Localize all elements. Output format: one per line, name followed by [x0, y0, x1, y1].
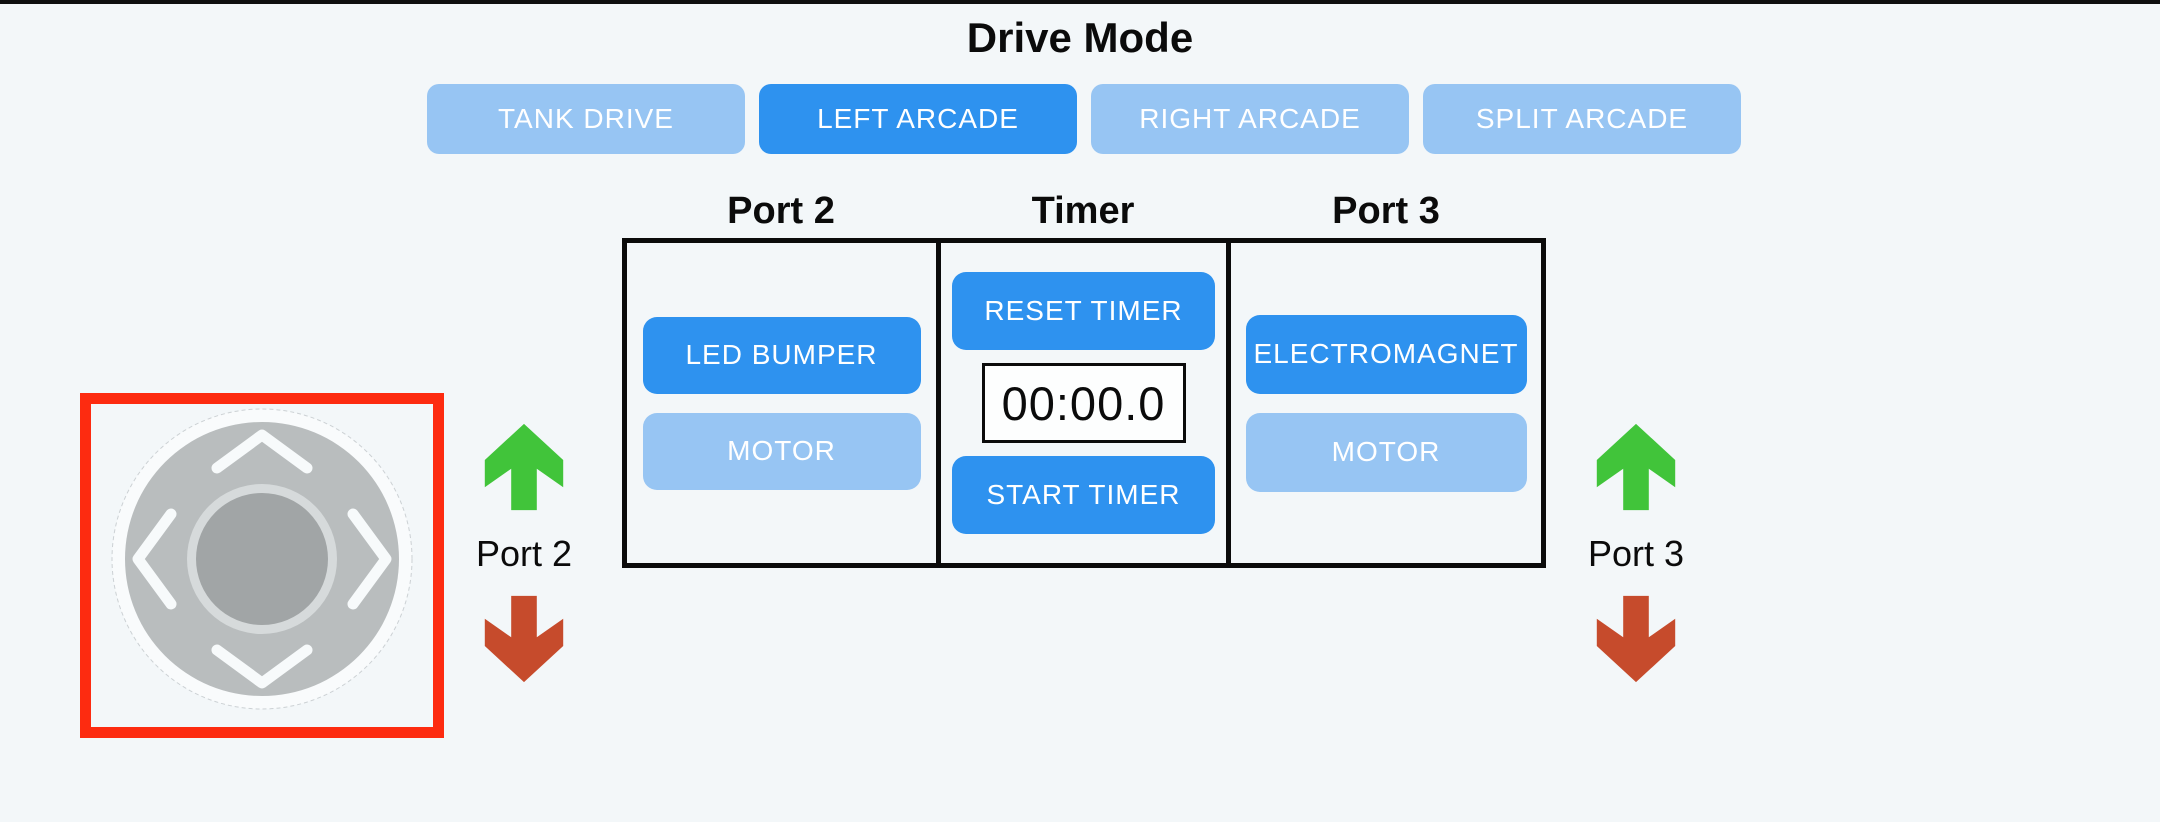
red-down-arrow-icon	[1596, 595, 1676, 683]
page-title: Drive Mode	[966, 14, 1194, 61]
joystick-knob[interactable]	[196, 493, 328, 625]
top-border	[0, 0, 2160, 4]
right-arcade-button[interactable]: RIGHT ARCADE	[1091, 84, 1409, 154]
green-up-arrow-icon	[484, 423, 564, 511]
chevron-right-icon	[347, 508, 392, 610]
port3-indicator: Port 3	[1566, 423, 1706, 683]
green-up-arrow-icon	[1596, 423, 1676, 511]
joystick[interactable]	[107, 404, 417, 714]
joystick-selection-frame	[80, 393, 444, 738]
timer-display: 00:00.0	[981, 363, 1186, 443]
port3-cell: ELECTROMAGNET MOTOR	[1231, 243, 1541, 563]
led-bumper-button[interactable]: LED BUMPER	[642, 316, 921, 394]
tank-drive-button[interactable]: TANK DRIVE	[427, 84, 745, 154]
port2-motor-button[interactable]: MOTOR	[642, 412, 921, 490]
chevron-left-icon	[132, 508, 177, 610]
port2-cell: LED BUMPER MOTOR	[627, 243, 936, 563]
table-divider	[936, 243, 941, 563]
chevron-down-icon	[211, 644, 313, 689]
split-arcade-button[interactable]: SPLIT ARCADE	[1423, 84, 1741, 154]
port3-motor-button[interactable]: MOTOR	[1245, 412, 1527, 492]
timer-column-header: Timer	[1031, 190, 1135, 232]
left-arcade-button[interactable]: LEFT ARCADE	[759, 84, 1077, 154]
port2-indicator: Port 2	[454, 423, 594, 683]
control-table: LED BUMPER MOTOR RESET TIMER 00:00.0 STA…	[622, 238, 1546, 568]
timer-cell: RESET TIMER 00:00.0 START TIMER	[941, 243, 1226, 563]
reset-timer-button[interactable]: RESET TIMER	[952, 272, 1215, 350]
chevron-up-icon	[211, 429, 313, 474]
port2-column-header: Port 2	[727, 190, 835, 232]
drive-mode-button-row: TANK DRIVE LEFT ARCADE RIGHT ARCADE SPLI…	[427, 84, 1741, 154]
start-timer-button[interactable]: START TIMER	[952, 456, 1215, 534]
electromagnet-button[interactable]: ELECTROMAGNET	[1245, 314, 1527, 394]
table-divider	[1226, 243, 1231, 563]
port2-indicator-label: Port 2	[475, 533, 573, 574]
red-down-arrow-icon	[484, 595, 564, 683]
port3-column-header: Port 3	[1332, 190, 1440, 232]
port3-indicator-label: Port 3	[1587, 533, 1685, 574]
